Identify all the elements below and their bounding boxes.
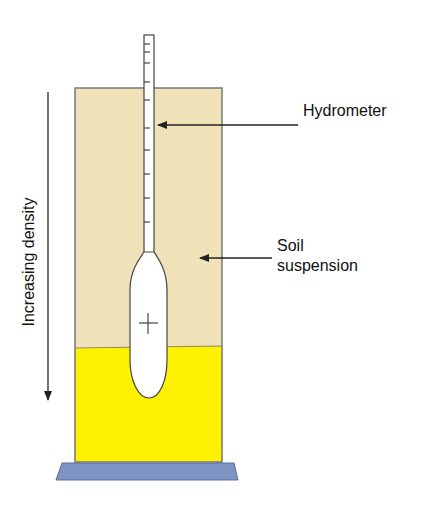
leader-arrow bbox=[200, 257, 272, 258]
hydrometer-stem bbox=[144, 35, 154, 260]
density-arrow bbox=[47, 92, 48, 400]
scale-ticks bbox=[144, 44, 150, 222]
leader-arrow bbox=[158, 124, 298, 125]
axis-label: Increasing density bbox=[19, 198, 39, 327]
hydrometer-bulb bbox=[130, 252, 167, 398]
part-label: Soil suspension bbox=[277, 236, 372, 276]
cylinder-base bbox=[56, 463, 238, 480]
part-label: Hydrometer bbox=[303, 101, 413, 121]
